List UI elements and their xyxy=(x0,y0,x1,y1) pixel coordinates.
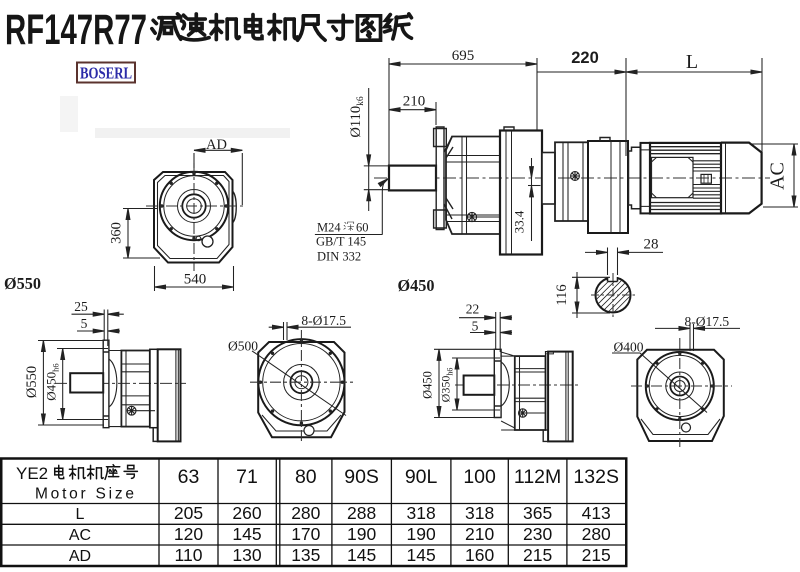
svg-text:BOSERL: BOSERL xyxy=(80,64,132,83)
svg-text:90S: 90S xyxy=(344,466,379,488)
svg-text:Ø500: Ø500 xyxy=(228,338,258,353)
svg-text:132S: 132S xyxy=(573,466,619,488)
svg-text:8-Ø17.5: 8-Ø17.5 xyxy=(301,313,346,328)
svg-text:63: 63 xyxy=(178,466,200,488)
svg-text:413: 413 xyxy=(582,503,611,523)
svg-text:160: 160 xyxy=(465,545,494,565)
svg-text:190: 190 xyxy=(347,524,376,544)
svg-text:5: 5 xyxy=(472,319,479,334)
svg-text:695: 695 xyxy=(452,48,475,64)
svg-text:280: 280 xyxy=(291,503,320,523)
svg-text:AC: AC xyxy=(69,527,91,544)
svg-text:116: 116 xyxy=(554,284,570,305)
svg-text:120: 120 xyxy=(174,524,203,544)
svg-text:220: 220 xyxy=(571,49,599,67)
svg-text:Ø450h6: Ø450h6 xyxy=(44,363,61,400)
svg-text:280: 280 xyxy=(582,524,611,544)
svg-text:33.4: 33.4 xyxy=(512,210,527,233)
svg-text:145: 145 xyxy=(347,545,376,565)
svg-text:135: 135 xyxy=(291,545,320,565)
svg-text:5: 5 xyxy=(81,316,88,331)
svg-text:145: 145 xyxy=(406,545,435,565)
svg-text:28: 28 xyxy=(644,237,659,253)
svg-text:22: 22 xyxy=(466,302,480,317)
svg-text:25: 25 xyxy=(74,299,88,314)
svg-text:112M: 112M xyxy=(514,466,561,488)
svg-text:145: 145 xyxy=(232,524,261,544)
svg-text:215: 215 xyxy=(582,545,611,565)
svg-text:RF147R77: RF147R77 xyxy=(5,6,147,54)
svg-text:130: 130 xyxy=(232,545,261,565)
svg-text:M24: M24 xyxy=(317,221,341,235)
svg-text:Motor Size: Motor Size xyxy=(35,486,134,503)
svg-text:110: 110 xyxy=(175,545,203,565)
svg-text:GB/T 145: GB/T 145 xyxy=(316,235,366,249)
svg-text:80: 80 xyxy=(295,466,317,488)
svg-text:365: 365 xyxy=(523,503,552,523)
svg-text:DIN 332: DIN 332 xyxy=(317,250,361,264)
svg-text:L: L xyxy=(76,506,85,523)
svg-text:L: L xyxy=(686,51,698,73)
svg-text:Ø550: Ø550 xyxy=(4,274,41,293)
svg-text:170: 170 xyxy=(291,524,320,544)
svg-text:AD: AD xyxy=(206,137,227,153)
svg-text:YE2: YE2 xyxy=(16,464,48,483)
svg-text:90L: 90L xyxy=(405,466,438,488)
svg-text:210: 210 xyxy=(465,524,494,544)
svg-text:210: 210 xyxy=(403,94,426,110)
svg-text:540: 540 xyxy=(184,272,207,288)
svg-text:Ø450: Ø450 xyxy=(421,371,435,399)
svg-text:205: 205 xyxy=(174,503,203,523)
svg-text:260: 260 xyxy=(232,503,261,523)
svg-text:Ø110k6: Ø110k6 xyxy=(348,96,366,137)
svg-text:AC: AC xyxy=(767,162,789,190)
svg-text:190: 190 xyxy=(406,524,435,544)
svg-text:318: 318 xyxy=(406,503,435,523)
svg-text:Ø550: Ø550 xyxy=(24,366,40,398)
svg-text:288: 288 xyxy=(347,503,376,523)
svg-text:71: 71 xyxy=(236,466,258,488)
svg-text:Ø400: Ø400 xyxy=(614,340,644,355)
svg-text:100: 100 xyxy=(463,466,496,488)
svg-text:360: 360 xyxy=(109,222,125,244)
svg-text:AD: AD xyxy=(69,548,91,565)
svg-text:230: 230 xyxy=(523,524,552,544)
svg-text:318: 318 xyxy=(465,503,494,523)
svg-text:215: 215 xyxy=(523,545,552,565)
svg-text:Ø350h6: Ø350h6 xyxy=(439,368,455,403)
svg-text:8-Ø17.5: 8-Ø17.5 xyxy=(684,314,729,329)
svg-text:Ø450: Ø450 xyxy=(398,276,435,295)
svg-text:60: 60 xyxy=(356,221,369,235)
